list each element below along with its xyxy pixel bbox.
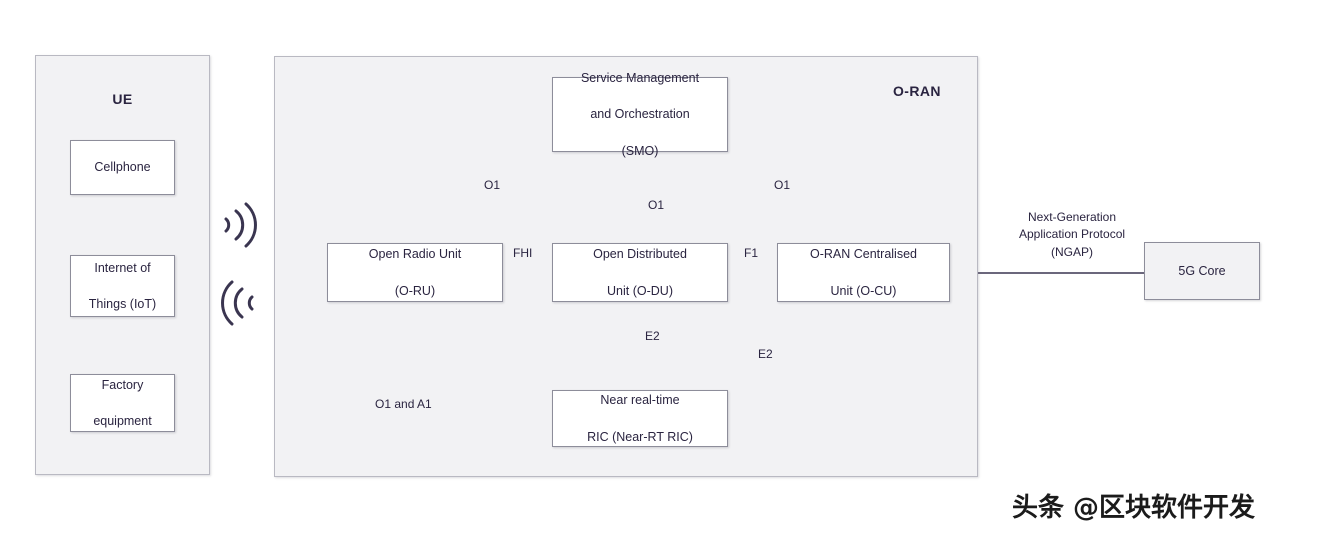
- oran-node-o-cu-line2: Unit (O-CU): [830, 283, 897, 298]
- ue-panel-title: UE: [112, 91, 133, 107]
- oran-node-o-du-line1: Open Distributed: [593, 247, 687, 262]
- watermark: 头条 @区块软件开发: [1012, 493, 1256, 523]
- ue-node-factory[interactable]: Factory equipment: [70, 374, 175, 432]
- edge-label-ngap-line1: Next-Generation: [1027, 210, 1117, 224]
- edge-label-e2-center: E2: [645, 329, 660, 343]
- edge-label-ngap-line3: (NGAP): [1051, 244, 1093, 259]
- ue-node-iot-line1: Internet of: [94, 260, 151, 275]
- oran-node-smo-line3: (SMO): [621, 143, 659, 158]
- oran-node-o-ru-label: Open Radio Unit (O-RU): [357, 245, 473, 299]
- oran-node-o-ru-line1: Open Radio Unit: [368, 247, 462, 262]
- edge-label-o1-left: O1: [484, 178, 501, 192]
- oran-node-o-ru-line2: (O-RU): [394, 283, 436, 298]
- edge-label-ngap: Next-Generation Application Protocol (NG…: [982, 209, 1162, 261]
- oran-node-o-du[interactable]: Open Distributed Unit (O-DU): [552, 243, 728, 302]
- oran-node-near-rt-ric-line2: RIC (Near-RT RIC): [587, 429, 693, 444]
- core-node-5g-core-label: 5G Core: [1178, 263, 1226, 278]
- edge-label-f1: F1: [744, 246, 759, 260]
- oran-node-o-du-line2: Unit (O-DU): [607, 283, 673, 298]
- oran-node-smo-line2: and Orchestration: [590, 107, 690, 122]
- oran-panel-title: O-RAN: [893, 83, 941, 99]
- edge-label-ngap-line2: Application Protocol: [1018, 227, 1126, 242]
- oran-node-near-rt-ric[interactable]: Near real-time RIC (Near-RT RIC): [552, 390, 728, 447]
- oran-node-smo-line1: Service Management: [580, 71, 700, 86]
- ue-node-cellphone[interactable]: Cellphone: [70, 140, 175, 195]
- ue-node-iot-label: Internet of Things (IoT): [77, 259, 168, 313]
- edge-label-o1-center: O1: [648, 198, 665, 212]
- oran-node-near-rt-ric-label: Near real-time RIC (Near-RT RIC): [575, 391, 705, 445]
- ue-node-factory-line1: Factory: [101, 377, 144, 392]
- oran-node-o-cu-label: O-RAN Centralised Unit (O-CU): [798, 245, 929, 299]
- ue-node-iot-line2: Things (IoT): [88, 297, 157, 312]
- ue-node-cellphone-label: Cellphone: [94, 160, 151, 175]
- edge-label-e2-right: E2: [758, 347, 773, 361]
- oran-node-o-cu[interactable]: O-RAN Centralised Unit (O-CU): [777, 243, 950, 302]
- oran-node-smo[interactable]: Service Management and Orchestration (SM…: [552, 71, 728, 158]
- wireless-signal-left-icon: [221, 280, 254, 326]
- edge-label-o1-right: O1: [774, 178, 791, 192]
- oran-node-o-du-label: Open Distributed Unit (O-DU): [581, 245, 699, 299]
- ue-node-factory-line2: equipment: [93, 414, 152, 429]
- ue-node-factory-label: Factory equipment: [81, 376, 163, 430]
- oran-node-near-rt-ric-line1: Near real-time: [600, 393, 680, 408]
- oran-node-o-cu-line1: O-RAN Centralised: [810, 247, 917, 262]
- ue-node-iot[interactable]: Internet of Things (IoT): [70, 255, 175, 317]
- oran-node-smo-label: Service Management and Orchestration (SM…: [569, 69, 711, 160]
- core-node-5g-core[interactable]: 5G Core: [1144, 242, 1260, 300]
- edge-label-o1-and-a1: O1 and A1: [375, 397, 432, 411]
- wireless-signal-right-icon: [224, 202, 257, 248]
- oran-node-o-ru[interactable]: Open Radio Unit (O-RU): [327, 243, 503, 302]
- edge-label-fhi: FHI: [513, 246, 533, 260]
